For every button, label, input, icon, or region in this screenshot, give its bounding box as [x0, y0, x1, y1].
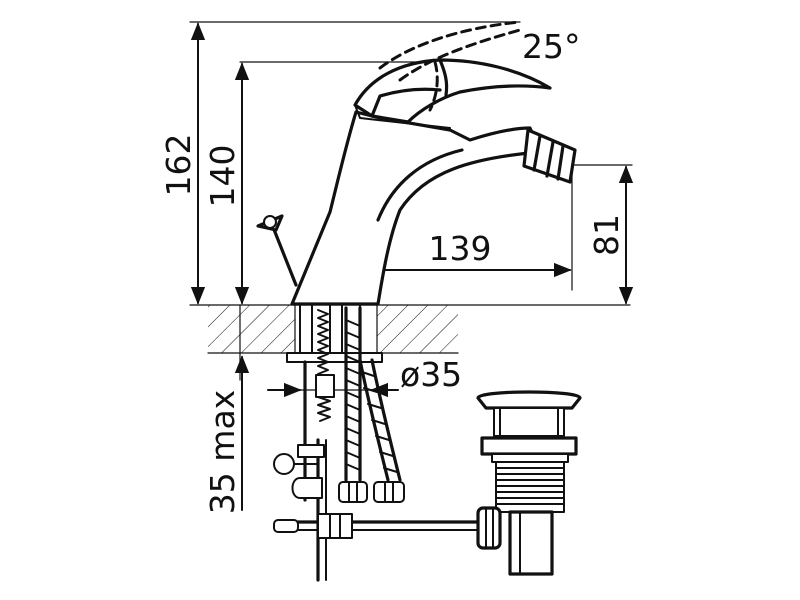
dimension-81: 81 [587, 165, 634, 305]
dimension-140: 140 [203, 62, 250, 305]
dimension-diameter-label: ø35 [400, 355, 462, 394]
dimension-139-label: 139 [429, 229, 492, 268]
countertop-section [189, 304, 631, 354]
dimension-162-label: 162 [159, 134, 198, 197]
dimension-81-label: 81 [587, 214, 626, 256]
supply-hoses [338, 306, 405, 503]
popup-rod [256, 214, 298, 287]
faucet-body [290, 110, 577, 306]
dimension-140-label: 140 [203, 145, 242, 208]
dimension-diameter: ø35 [267, 355, 462, 398]
lever-handle [353, 58, 552, 129]
dimension-162: 162 [159, 22, 206, 305]
dimension-35-max-label: 35 max [203, 390, 242, 514]
aerator [522, 128, 577, 184]
drain-assembly [476, 390, 582, 576]
dimension-139: 139 [331, 229, 572, 278]
dimension-35-max: 35 max [203, 355, 250, 514]
lever-angle-label: 25° [522, 27, 581, 66]
lever-open-position [378, 20, 522, 112]
popup-linkage [273, 360, 482, 582]
